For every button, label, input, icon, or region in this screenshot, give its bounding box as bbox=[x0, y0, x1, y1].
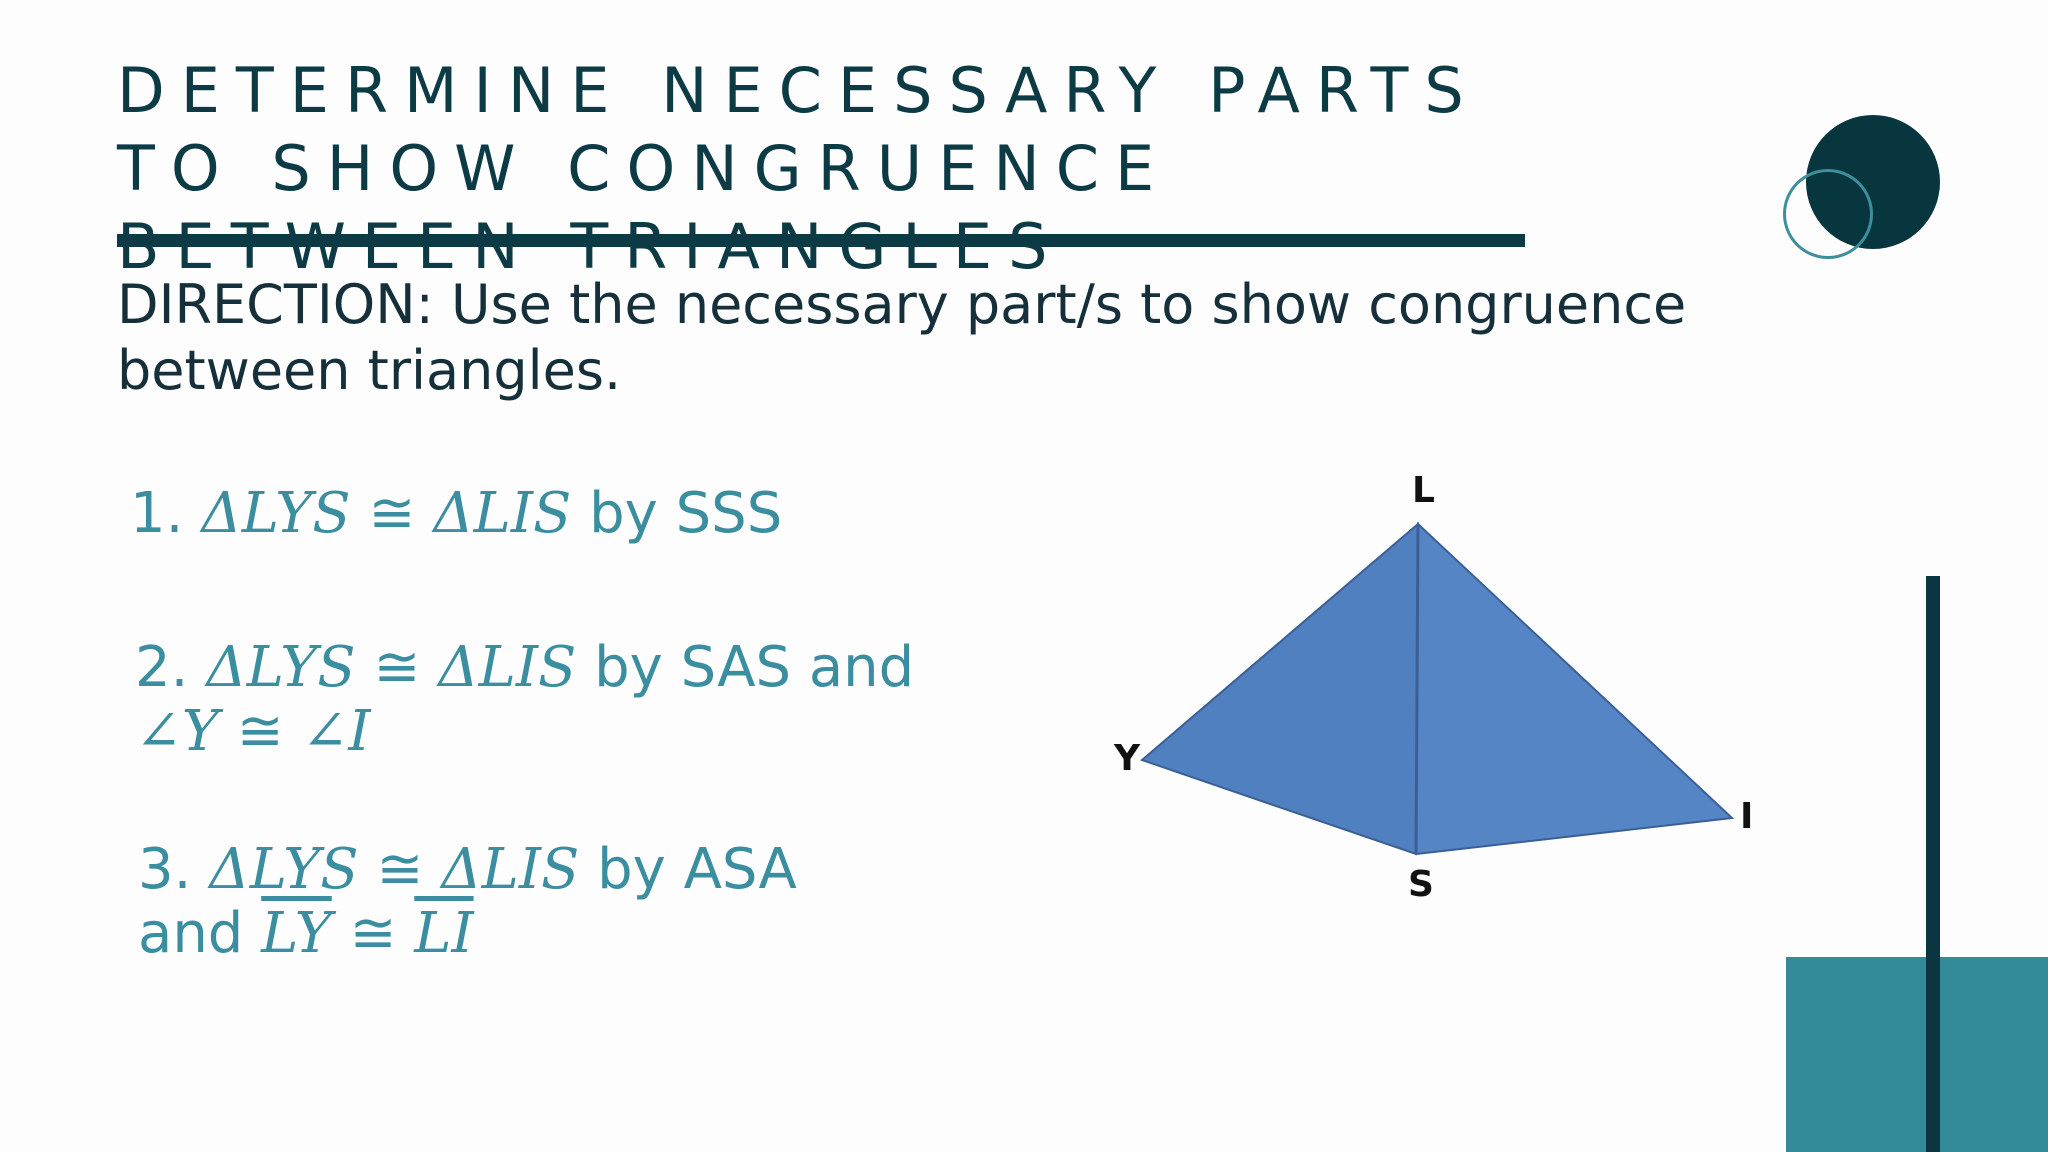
postulate: by SAS and bbox=[594, 635, 915, 700]
problem-number: 2. bbox=[135, 635, 189, 700]
decorative-teal-block bbox=[1786, 957, 2048, 1152]
problem-number: 3. bbox=[138, 837, 192, 902]
congruent-symbol: ≅ bbox=[376, 837, 424, 902]
triangle-rhs: ΔLIS bbox=[441, 837, 580, 902]
problem-3: 3. ΔLYS ≅ ΔLIS by ASA and LY ≅ LI bbox=[138, 838, 797, 966]
decorative-vertical-bar bbox=[1926, 576, 1940, 1152]
page-title: Determine necessary parts to show congru… bbox=[117, 54, 1480, 283]
triangle-lhs: ΔLYS bbox=[209, 837, 359, 902]
congruent-symbol: ≅ bbox=[373, 635, 421, 700]
triangle-lis bbox=[1414, 521, 1735, 856]
triangle-lhs: ΔLYS bbox=[201, 481, 351, 546]
and-word: and bbox=[138, 901, 244, 966]
decorative-ring-circle bbox=[1783, 169, 1873, 259]
problem-number: 1. bbox=[130, 481, 184, 546]
vertex-label-s: S bbox=[1408, 864, 1434, 905]
shared-side-ls bbox=[1414, 523, 1420, 855]
segment-li: LI bbox=[414, 901, 474, 966]
problem-2: 2. ΔLYS ≅ ΔLIS by SAS and ∠Y ≅ ∠I bbox=[135, 636, 914, 764]
postulate: by ASA bbox=[597, 837, 797, 902]
angle-y: ∠Y bbox=[135, 699, 219, 764]
vertex-label-y: Y bbox=[1113, 738, 1141, 779]
angle-i: ∠I bbox=[301, 699, 371, 764]
triangles-diagram: L Y S I bbox=[1113, 470, 1753, 905]
direction-text: DIRECTION: Use the necessary part/s to s… bbox=[117, 273, 1687, 402]
vertex-label-i: I bbox=[1740, 796, 1753, 837]
vertex-label-l: L bbox=[1412, 470, 1435, 511]
problem-1: 1. ΔLYS ≅ ΔLIS by SSS bbox=[130, 482, 782, 546]
congruent-symbol: ≅ bbox=[349, 901, 397, 966]
title-underline bbox=[117, 234, 1525, 247]
postulate: by SSS bbox=[589, 481, 783, 546]
triangle-rhs: ΔLIS bbox=[438, 635, 577, 700]
triangle-rhs: ΔLIS bbox=[433, 481, 572, 546]
segment-ly: LY bbox=[261, 901, 332, 966]
triangle-lhs: ΔLYS bbox=[206, 635, 356, 700]
congruent-symbol: ≅ bbox=[236, 699, 284, 764]
triangle-lys bbox=[1140, 521, 1420, 856]
congruent-symbol: ≅ bbox=[368, 481, 416, 546]
